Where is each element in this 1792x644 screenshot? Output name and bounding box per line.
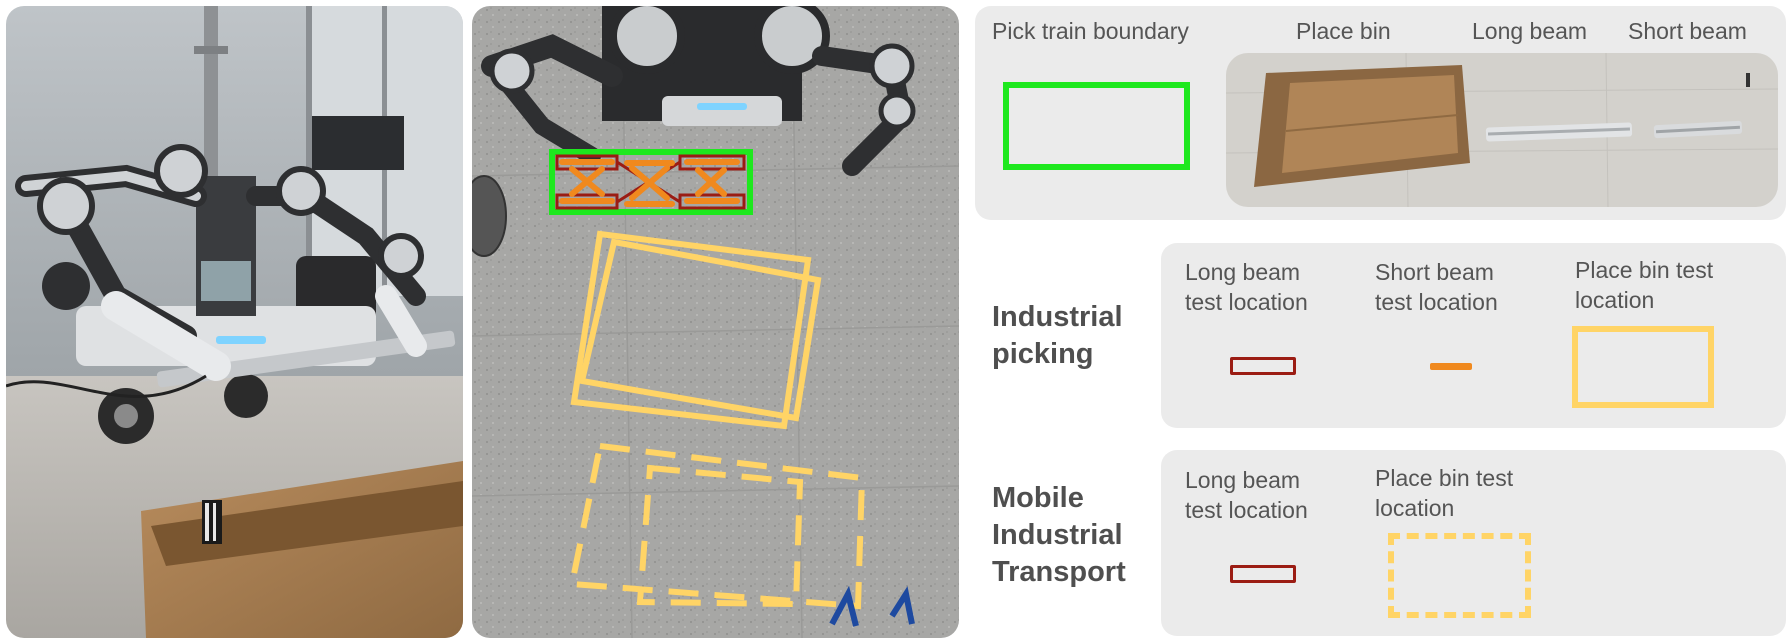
short-beam-marks <box>559 159 740 207</box>
industrial-picking-panel <box>1161 243 1786 428</box>
robot-lab-photo <box>6 6 463 638</box>
long-beam-label: Long beam <box>1472 18 1588 44</box>
ip-short-beam-swatch <box>1430 363 1472 370</box>
ip-place-bin-swatch <box>1572 326 1714 408</box>
monitor <box>312 116 404 170</box>
floor-layout-photo <box>472 6 959 638</box>
industrial-picking-title: Industrial picking <box>992 301 1123 370</box>
ip-place-bin-label: Place bin test location <box>1575 257 1714 313</box>
long-beam-photo <box>1485 122 1633 142</box>
pick-train-boundary-mark <box>549 149 753 215</box>
ip-long-beam-label: Long beam test location <box>1185 259 1308 315</box>
mobile-place-bin-marks <box>568 442 866 610</box>
mt-place-bin-label: Place bin test location <box>1375 465 1514 521</box>
place-bin-photo <box>1254 65 1470 187</box>
pick-train-boundary-swatch <box>1003 82 1190 170</box>
mt-long-beam-swatch <box>1230 565 1296 583</box>
ip-short-beam-label: Short beam test location <box>1375 259 1498 315</box>
place-bin-label: Place bin <box>1296 18 1391 44</box>
blue-tape-marks <box>829 585 915 627</box>
place-bin-marks <box>570 230 822 430</box>
ip-long-beam-swatch <box>1230 357 1296 375</box>
short-beam-label: Short beam <box>1628 18 1747 44</box>
mt-place-bin-swatch <box>1388 533 1531 618</box>
mobile-transport-title: Mobile Industrial Transport <box>992 482 1126 588</box>
objects-photo <box>1226 53 1778 207</box>
mt-long-beam-label: Long beam test location <box>1185 467 1308 523</box>
robot-top-view <box>481 6 916 176</box>
short-beam-photo <box>1653 120 1743 139</box>
floor-vent <box>472 175 507 257</box>
pick-train-boundary-label: Pick train boundary <box>992 18 1189 44</box>
mobile-transport-panel <box>1161 450 1786 636</box>
